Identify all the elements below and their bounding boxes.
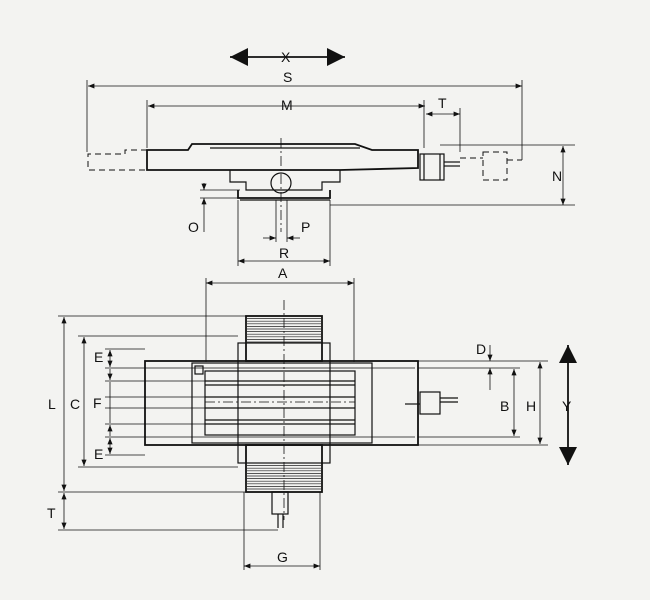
label-e-upper: E bbox=[94, 349, 103, 365]
label-g: G bbox=[277, 549, 288, 565]
label-s: S bbox=[283, 69, 292, 85]
plan-view bbox=[58, 278, 577, 570]
handwheel-right bbox=[419, 153, 445, 181]
base bbox=[237, 190, 331, 199]
label-o: O bbox=[188, 219, 199, 235]
table-profile bbox=[146, 143, 419, 171]
label-e-lower: E bbox=[94, 446, 103, 462]
label-y: Y bbox=[562, 398, 572, 414]
label-a: A bbox=[278, 265, 288, 281]
handwheel-plan bbox=[419, 391, 441, 415]
saddle bbox=[229, 170, 341, 191]
table-top bbox=[144, 360, 419, 446]
label-m: M bbox=[281, 97, 293, 113]
label-c: C bbox=[70, 396, 80, 412]
label-p: P bbox=[301, 219, 310, 235]
label-r: R bbox=[279, 245, 289, 261]
label-t-top: T bbox=[438, 95, 447, 111]
table-extended-dashed bbox=[87, 149, 147, 171]
label-b: B bbox=[500, 398, 509, 414]
label-t-bottom: T bbox=[47, 505, 56, 521]
label-d: D bbox=[476, 341, 486, 357]
label-x: X bbox=[281, 49, 291, 65]
label-n: N bbox=[552, 168, 562, 184]
label-l: L bbox=[48, 396, 56, 412]
handwheel-bottom bbox=[271, 491, 289, 515]
dimension-labels: X S M T N O P R A D B H Y L C E F E T G bbox=[47, 49, 572, 565]
label-f: F bbox=[93, 395, 102, 411]
label-h: H bbox=[526, 398, 536, 414]
side-view bbox=[86, 48, 575, 266]
